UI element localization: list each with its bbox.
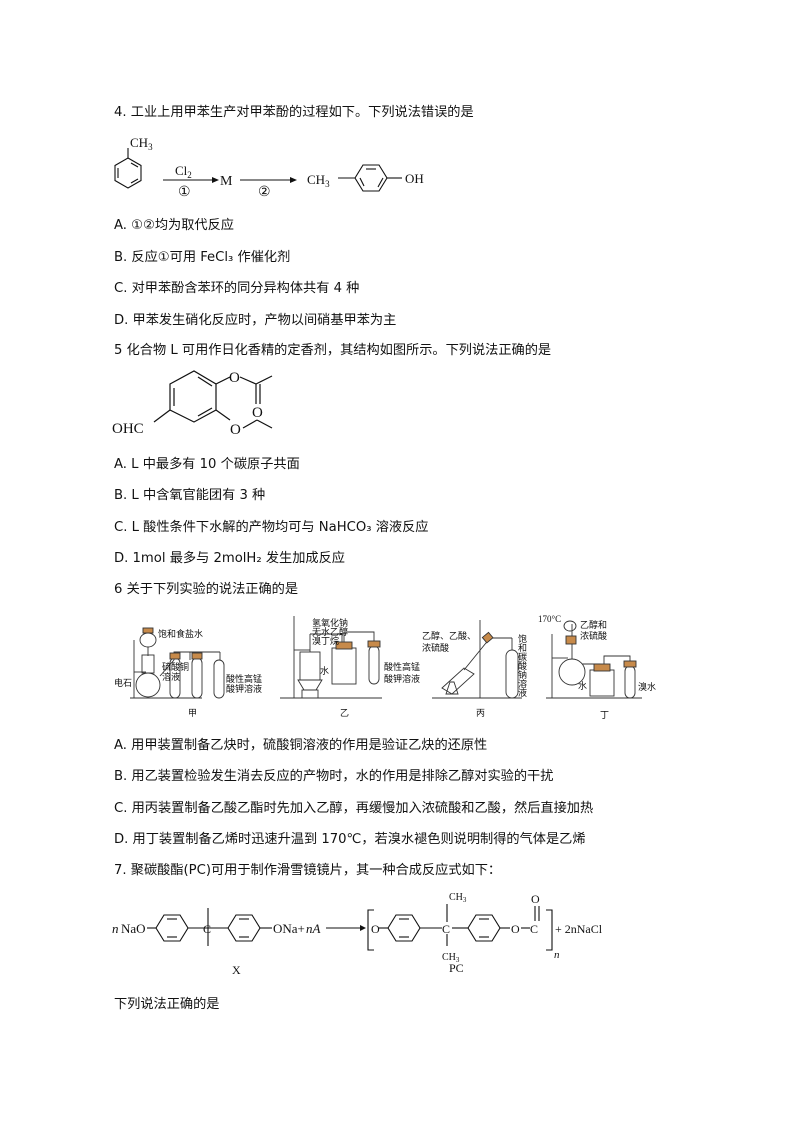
- svg-text:甲: 甲: [188, 708, 197, 718]
- q5-option-c: C. L 酸性条件下水解的产物均可与 NaHCO₃ 溶液反应: [114, 520, 429, 535]
- svg-text:饱和食盐水: 饱和食盐水: [158, 628, 203, 639]
- svg-text:溶液: 溶液: [162, 671, 180, 682]
- q5-option-a: A. L 中最多有 10 个碳原子共面: [114, 457, 300, 472]
- q6-option-a: A. 用甲装置制备乙炔时，硫酸铜溶液的作用是验证乙炔的还原性: [114, 738, 488, 753]
- compound-l-structure: O O O OHC: [112, 370, 273, 438]
- svg-text:乙醇、乙酸、: 乙醇、乙酸、: [422, 630, 476, 641]
- svg-text:①: ①: [178, 185, 191, 200]
- q7-after-text: 下列说法正确的是: [114, 997, 220, 1012]
- svg-text:酸钾溶液: 酸钾溶液: [226, 683, 262, 694]
- apparatus-jia: [130, 627, 225, 699]
- q6-option-c: C. 用丙装置制备乙酸乙酯时先加入乙醇，再缓慢加入浓硫酸和乙酸，然后直接加热: [114, 801, 594, 816]
- q4-option-a: A. ①②均为取代反应: [114, 218, 234, 233]
- apparatus-yi: [280, 616, 382, 699]
- svg-text:Cl2: Cl2: [175, 163, 192, 180]
- q6-option-d: D. 用丁装置制备乙烯时迅速升温到 170℃，若溴水褪色则说明制得的气体是乙烯: [114, 832, 586, 847]
- svg-text:水: 水: [320, 665, 329, 676]
- svg-text:CH3: CH3: [307, 172, 330, 189]
- svg-text:C: C: [442, 922, 450, 936]
- svg-text:n: n: [554, 949, 560, 961]
- q5-option-b: B. L 中含氧官能团有 3 种: [114, 488, 266, 503]
- toluene-structure: [114, 148, 142, 189]
- svg-text:O: O: [229, 370, 240, 386]
- svg-text:CH3: CH3: [442, 952, 460, 964]
- svg-text:CH3: CH3: [130, 135, 153, 152]
- svg-text:O: O: [531, 892, 540, 906]
- svg-text:+ 2nNaCl: + 2nNaCl: [555, 922, 603, 936]
- svg-text:酸钾溶液: 酸钾溶液: [384, 673, 420, 684]
- svg-text:溴水: 溴水: [638, 681, 656, 692]
- svg-text:C: C: [203, 922, 211, 936]
- svg-text:ONa+: ONa+: [273, 921, 305, 936]
- q4-option-d: D. 甲苯发生硝化反应时，产物以间硝基甲苯为主: [114, 313, 397, 328]
- svg-text:水: 水: [578, 680, 587, 691]
- svg-text:氢氧化钠: 氢氧化钠: [312, 617, 348, 628]
- svg-text:饱和碳酸钠溶液: 饱和碳酸钠溶液: [517, 633, 527, 698]
- svg-text:X: X: [232, 963, 241, 977]
- q6-stem: 6 关于下列实验的说法正确的是: [114, 582, 299, 597]
- q4-stem: 4. 工业上用甲苯生产对甲苯酚的过程如下。下列说法错误的是: [114, 105, 474, 120]
- svg-text:O: O: [230, 422, 241, 438]
- q4-reaction-scheme: CH3 Cl2 ① M ② CH3 OH: [114, 135, 424, 200]
- svg-text:CH3: CH3: [449, 892, 467, 904]
- q7-polycarbonate-equation: n NaO C ONa+ nA X O: [112, 892, 603, 977]
- svg-text:浓硫酸: 浓硫酸: [422, 642, 449, 653]
- apparatus-ding: [546, 620, 642, 699]
- svg-text:n: n: [112, 921, 119, 936]
- svg-text:电石: 电石: [114, 677, 132, 688]
- svg-text:O: O: [371, 922, 380, 936]
- svg-text:O: O: [252, 405, 263, 421]
- q6-apparatus-figure: 饱和食盐水 硫酸铜 溶液 电石 酸性高锰 酸钾溶液 甲 氢氧化钠 无水乙醇 溴丁…: [114, 614, 656, 720]
- svg-text:无水乙醇: 无水乙醇: [312, 626, 348, 637]
- q4-option-b: B. 反应①可用 FeCl₃ 作催化剂: [114, 250, 291, 265]
- q6-option-b: B. 用乙装置检验发生消去反应的产物时，水的作用是排除乙醇对实验的干扰: [114, 769, 554, 784]
- svg-text:C: C: [530, 922, 538, 936]
- apparatus-bing: [432, 620, 522, 699]
- q5-option-d: D. 1mol 最多与 2molH₂ 发生加成反应: [114, 551, 345, 566]
- svg-text:酸性高锰: 酸性高锰: [226, 673, 262, 684]
- q4-option-c: C. 对甲苯酚含苯环的同分异构体共有 4 种: [114, 281, 360, 296]
- svg-text:乙醇和: 乙醇和: [580, 619, 607, 630]
- svg-text:酸性高锰: 酸性高锰: [384, 661, 420, 672]
- svg-text:nA: nA: [306, 921, 321, 936]
- svg-text:M: M: [220, 174, 233, 189]
- svg-text:170°C: 170°C: [538, 614, 561, 624]
- q5-stem: 5 化合物 L 可用作日化香精的定香剂，其结构如图所示。下列说法正确的是: [114, 343, 552, 358]
- svg-text:丙: 丙: [476, 708, 485, 718]
- svg-text:O: O: [511, 922, 520, 936]
- svg-text:PC: PC: [449, 961, 464, 975]
- svg-text:NaO: NaO: [121, 921, 146, 936]
- svg-text:浓硫酸: 浓硫酸: [580, 630, 607, 641]
- svg-text:OHC: OHC: [112, 421, 144, 437]
- svg-text:乙: 乙: [340, 708, 349, 718]
- svg-text:溴丁烷: 溴丁烷: [312, 635, 339, 646]
- p-cresol-ring: [338, 164, 402, 192]
- svg-text:丁: 丁: [600, 710, 609, 720]
- svg-text:②: ②: [258, 185, 271, 200]
- svg-text:OH: OH: [405, 171, 424, 186]
- svg-text:硫酸铜: 硫酸铜: [162, 661, 189, 672]
- q7-stem: 7. 聚碳酸酯(PC)可用于制作滑雪镜镜片，其一种合成反应式如下：: [114, 863, 502, 878]
